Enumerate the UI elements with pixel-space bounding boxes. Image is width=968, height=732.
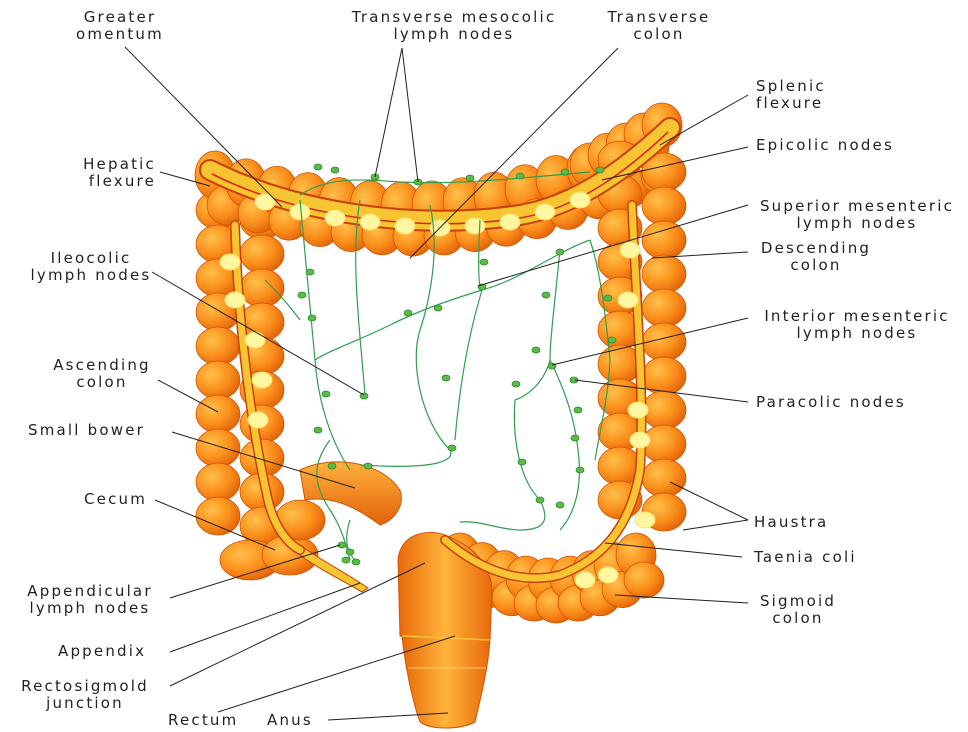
label-transverse-colon: Transverse colon bbox=[598, 9, 720, 43]
fat-lobule bbox=[535, 204, 555, 220]
fat-lobule bbox=[628, 402, 648, 418]
label-anus: Anus bbox=[267, 712, 313, 729]
lymph-node bbox=[556, 502, 564, 508]
lymph-node bbox=[314, 427, 322, 433]
label-paracolic-nodes: Paracolic nodes bbox=[756, 394, 906, 411]
fat-lobule bbox=[575, 572, 595, 588]
haustrum bbox=[196, 463, 240, 501]
haustrum bbox=[196, 429, 240, 467]
lymph-node bbox=[516, 173, 524, 179]
fat-lobule bbox=[618, 292, 638, 308]
haustrum bbox=[240, 269, 284, 307]
lymph-node bbox=[480, 259, 488, 265]
haustrum bbox=[642, 459, 686, 497]
haustrum bbox=[642, 221, 686, 259]
label-transverse-mesocolic: Transverse mesocolic lymph nodes bbox=[330, 9, 578, 43]
lymph-node bbox=[314, 164, 322, 170]
fat-lobule bbox=[570, 192, 590, 208]
fat-lobule bbox=[500, 214, 520, 230]
label-appendicular: Appendicular lymph nodes bbox=[14, 583, 166, 617]
lymph-node bbox=[571, 435, 579, 441]
haustrum bbox=[196, 361, 240, 399]
label-ileocolic: Ileocolic lymph nodes bbox=[20, 250, 162, 284]
label-splenic-flexure: Splenic flexure bbox=[756, 78, 826, 112]
haustrum bbox=[642, 187, 686, 225]
lymph-node bbox=[518, 459, 526, 465]
lymph-node bbox=[561, 169, 569, 175]
haustrum bbox=[642, 255, 686, 293]
haustrum bbox=[196, 395, 240, 433]
lymph-node bbox=[352, 559, 360, 565]
lymph-node bbox=[512, 381, 520, 387]
lymph-node bbox=[308, 315, 316, 321]
lymph-node bbox=[466, 175, 474, 181]
lymph-node bbox=[364, 463, 372, 469]
colon-body bbox=[195, 103, 686, 728]
fat-lobule bbox=[620, 242, 640, 258]
lymph-node bbox=[574, 407, 582, 413]
anus bbox=[402, 636, 490, 728]
label-ascending-colon: Ascending colon bbox=[40, 357, 164, 391]
lymph-node bbox=[448, 445, 456, 451]
lymph-node bbox=[596, 167, 604, 173]
haustrum bbox=[196, 327, 240, 365]
lymph-node bbox=[604, 295, 612, 301]
label-interior-mesenteric: Interior mesenteric lymph nodes bbox=[750, 308, 964, 342]
lymph-node bbox=[442, 375, 450, 381]
lymph-node bbox=[331, 167, 339, 173]
label-epicolic-nodes: Epicolic nodes bbox=[756, 137, 894, 154]
lymph-node bbox=[342, 557, 350, 563]
lymph-node bbox=[532, 347, 540, 353]
lymph-node bbox=[576, 467, 584, 473]
lymph-node bbox=[536, 497, 544, 503]
fat-lobule bbox=[395, 218, 415, 234]
fat-lobule bbox=[225, 292, 245, 308]
label-small-bower: Small bower bbox=[28, 422, 145, 439]
fat-lobule bbox=[360, 214, 380, 230]
lymph-node bbox=[322, 391, 330, 397]
label-superior-mesenteric: Superior mesenteric lymph nodes bbox=[750, 198, 964, 232]
fat-lobule bbox=[635, 512, 655, 528]
haustrum bbox=[196, 497, 240, 535]
lymph-node bbox=[328, 463, 336, 469]
haustrum bbox=[240, 235, 284, 273]
haustrum bbox=[642, 289, 686, 327]
lymph-node bbox=[434, 305, 442, 311]
haustrum bbox=[624, 562, 664, 598]
fat-lobule bbox=[465, 218, 485, 234]
label-rectum: Rectum bbox=[168, 712, 238, 729]
lymph-node bbox=[608, 337, 616, 343]
fat-lobule bbox=[220, 254, 240, 270]
fat-lobule bbox=[245, 332, 265, 348]
label-hepatic-flexure: Hepatic flexure bbox=[40, 156, 156, 190]
lymph-node bbox=[298, 292, 306, 298]
fat-lobule bbox=[248, 412, 268, 428]
label-rectosigmoid: Rectosigmold junction bbox=[8, 678, 162, 712]
label-taenia-coli: Taenia coli bbox=[754, 549, 857, 566]
label-haustra: Haustra bbox=[754, 514, 828, 531]
fat-lobule bbox=[630, 432, 650, 448]
label-greater-omentum: Greater omentum bbox=[50, 9, 190, 43]
haustrum bbox=[642, 391, 686, 429]
lymph-node bbox=[542, 292, 550, 298]
fat-lobule bbox=[325, 210, 345, 226]
fat-lobule bbox=[252, 372, 272, 388]
lymph-node bbox=[556, 249, 564, 255]
lymph-node bbox=[346, 549, 354, 555]
label-cecum: Cecum bbox=[84, 491, 147, 508]
label-appendix: Appendix bbox=[58, 643, 146, 660]
lymph-node bbox=[306, 269, 314, 275]
label-sigmoid-colon: Sigmoid colon bbox=[750, 593, 846, 627]
fat-lobule bbox=[598, 567, 618, 583]
label-descending-colon: Descending colon bbox=[750, 240, 882, 274]
lymph-node bbox=[404, 310, 412, 316]
